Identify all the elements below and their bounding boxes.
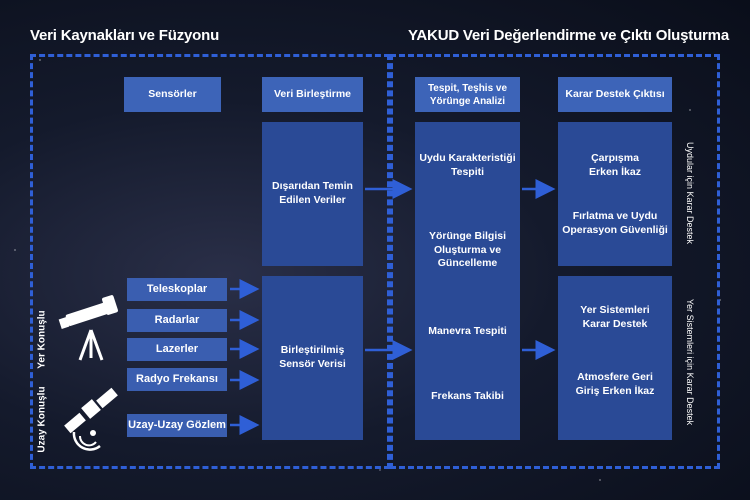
header-detection: Tespit, Teşhis ve Yörünge Analizi xyxy=(415,77,520,112)
detection-item-orbit: Yörünge Bilgisi Oluşturma ve Güncelleme xyxy=(428,230,506,270)
evaluation-frame xyxy=(390,54,720,469)
external-data-box: Dışarıdan Temin Edilen Veriler xyxy=(262,122,363,266)
fused-sensor-data-label: Birleştirilmiş Sensör Verisi xyxy=(279,344,346,370)
header-sensors: Sensörler xyxy=(124,77,221,112)
source-lasers: Lazerler xyxy=(127,338,227,361)
satellite-decision-box: Çarpışma Erken İkaz Fırlatma ve Uydu Ope… xyxy=(558,122,672,266)
decision-collision-warning: Çarpışma Erken İkaz xyxy=(589,152,641,178)
detection-item-characteristic: Uydu Karakteristiği Tespiti xyxy=(419,152,516,178)
telescope-icon xyxy=(58,295,118,361)
header-fusion: Veri Birleştirme xyxy=(262,77,363,112)
data-sources-frame xyxy=(30,54,390,469)
satellite-icon xyxy=(64,387,118,451)
source-radio-frequency: Radyo Frekansı xyxy=(127,368,227,391)
ground-decision-box: Yer Sistemleri Karar Destek Atmosfere Ge… xyxy=(558,276,672,440)
decision-ground-support: Yer Sistemleri Karar Destek xyxy=(580,304,650,330)
right-section-title: YAKUD Veri Değerlendirme ve Çıktı Oluştu… xyxy=(408,27,729,44)
source-space-observation: Uzay-Uzay Gözlem xyxy=(127,414,227,437)
source-telescopes: Teleskoplar xyxy=(127,278,227,301)
detection-column: Uydu Karakteristiği Tespiti Yörünge Bilg… xyxy=(415,122,520,440)
external-data-label: Dışarıdan Temin Edilen Veriler xyxy=(272,180,353,206)
source-radars: Radarlar xyxy=(127,309,227,332)
decision-reentry-warning: Atmosfere Geri Giriş Erken İkaz xyxy=(575,371,655,397)
header-decision: Karar Destek Çıktısı xyxy=(558,77,672,112)
decision-launch-safety: Fırlatma ve Uydu Operasyon Güvenliği xyxy=(562,210,668,236)
fused-sensor-data-box: Birleştirilmiş Sensör Verisi xyxy=(262,276,363,440)
detection-item-frequency: Frekans Takibi xyxy=(431,390,504,402)
left-section-title: Veri Kaynakları ve Füzyonu xyxy=(30,27,220,44)
detection-item-maneuver: Manevra Tespiti xyxy=(428,325,507,337)
